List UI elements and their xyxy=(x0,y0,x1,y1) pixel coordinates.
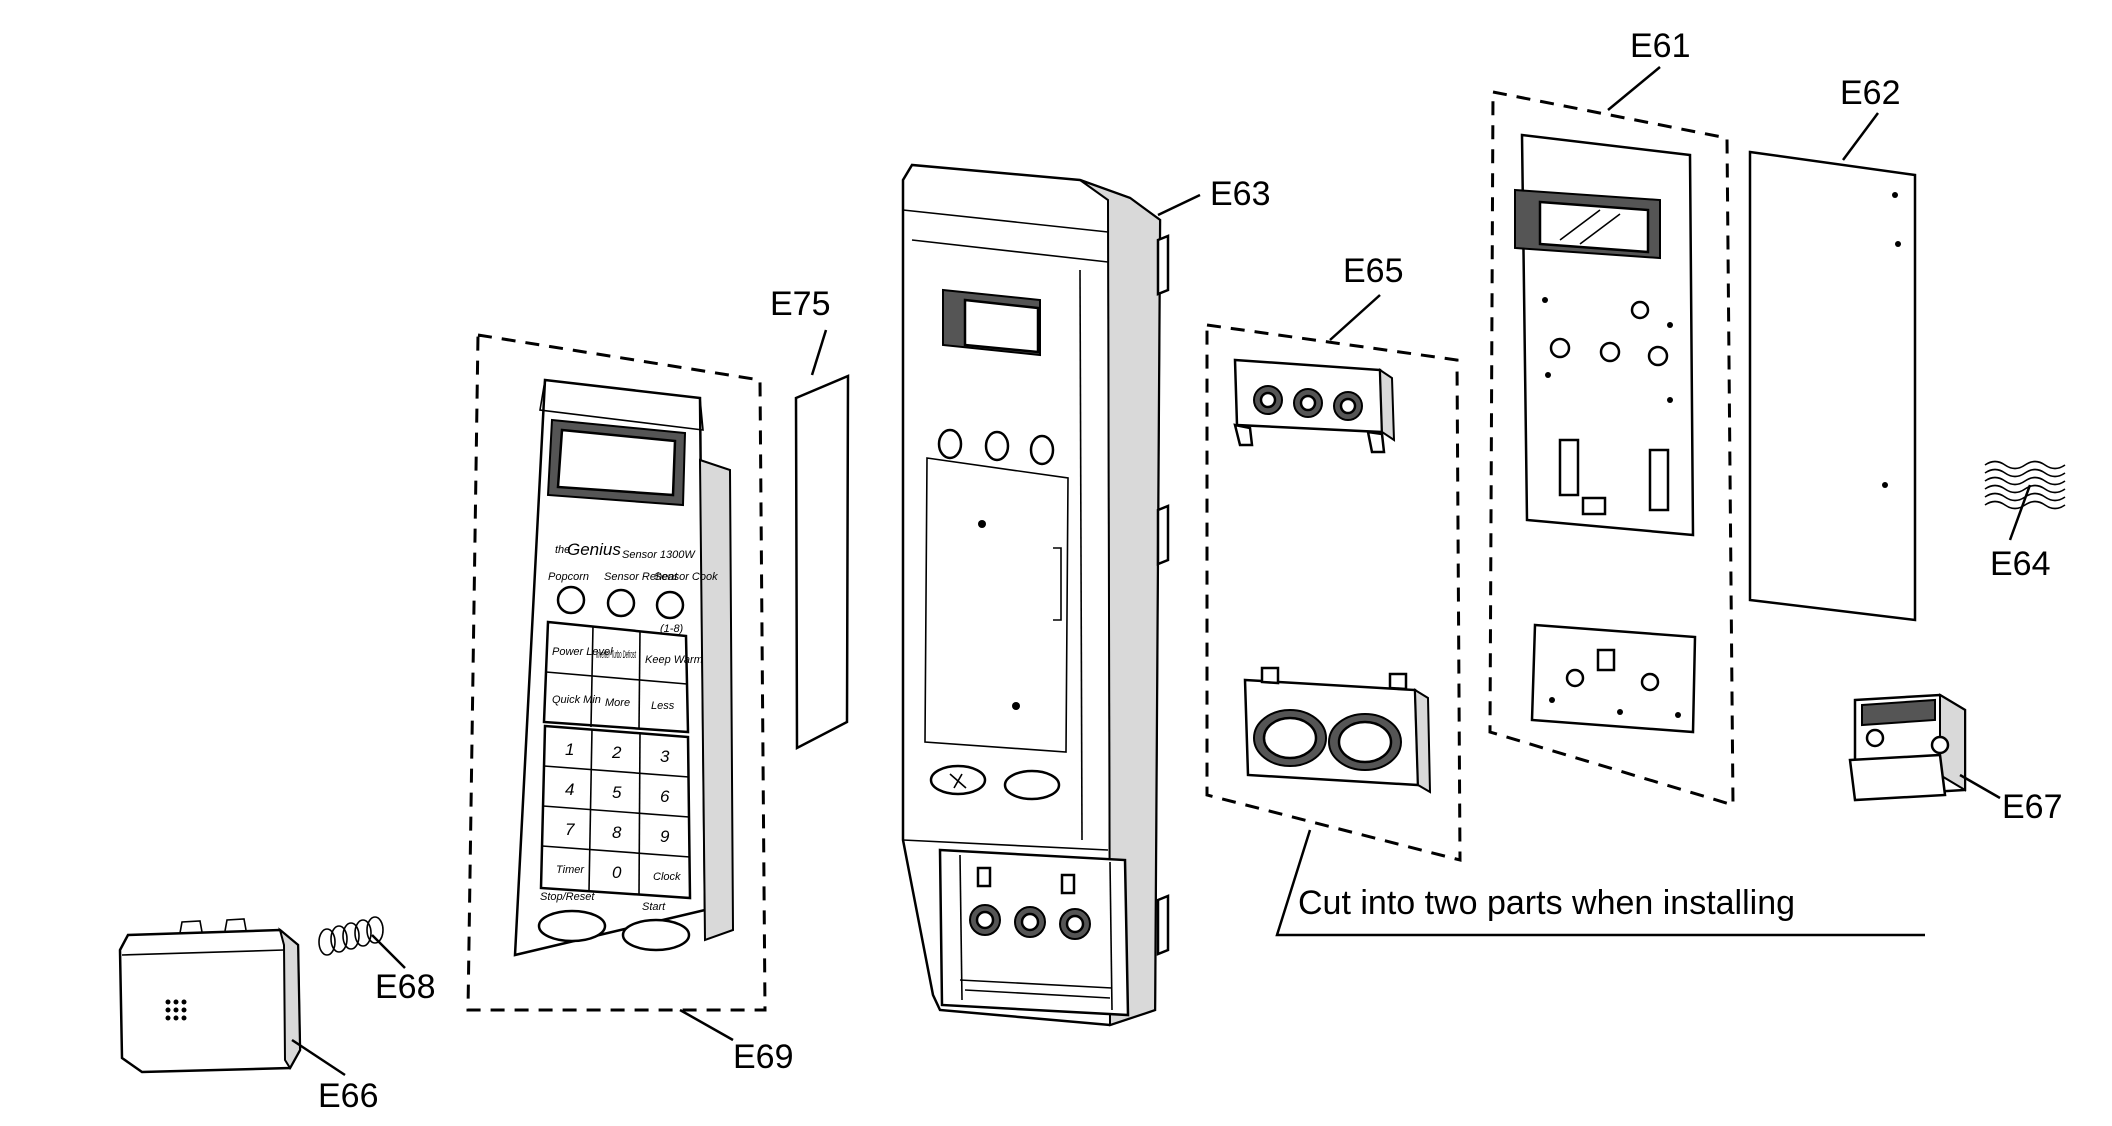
leader-e64 xyxy=(2008,484,2032,541)
stop-reset-button[interactable] xyxy=(537,909,607,943)
label-e63: E63 xyxy=(1210,175,1271,213)
key-0[interactable]: 0 xyxy=(612,863,622,882)
label-e62: E62 xyxy=(1840,74,1901,112)
keypad-brand-script: Genius xyxy=(567,540,621,559)
turbo-defrost-key[interactable]: Inverter Turbo Defrost xyxy=(596,649,636,661)
key-5[interactable]: 5 xyxy=(612,783,622,802)
e65-assembly-outline xyxy=(1205,323,1462,862)
start-label: Start xyxy=(642,901,666,913)
power-level-key[interactable]: Power Level xyxy=(552,646,613,658)
leader-e67 xyxy=(1959,773,2001,800)
more-key[interactable]: More xyxy=(605,697,630,709)
key-1[interactable]: 1 xyxy=(565,740,574,759)
leader-e69 xyxy=(679,1008,734,1042)
function-keys-grid xyxy=(542,620,690,734)
key-6[interactable]: 6 xyxy=(660,787,670,806)
timer-key[interactable]: Timer xyxy=(556,864,585,876)
part-e61-lower-pcb xyxy=(1530,623,1697,734)
key-8[interactable]: 8 xyxy=(612,823,622,842)
part-e67-door-switch xyxy=(1848,693,1967,802)
cut-note-leader xyxy=(1275,829,1925,937)
popcorn-button[interactable] xyxy=(556,585,586,615)
label-e61: E61 xyxy=(1630,27,1691,65)
label-e69: E69 xyxy=(733,1038,794,1076)
popcorn-label: Popcorn xyxy=(548,571,589,583)
leader-e62 xyxy=(1841,112,1880,161)
start-button[interactable] xyxy=(621,918,691,952)
leader-e65 xyxy=(1329,294,1381,341)
part-e63-panel-frame xyxy=(901,163,1170,1027)
cut-note-text: Cut into two parts when installing xyxy=(1298,884,1795,922)
part-e61-upper-pcb xyxy=(1514,133,1695,537)
part-e65-upper-switch xyxy=(1233,358,1396,454)
part-e66-latch-cover xyxy=(118,918,302,1074)
stop-reset-label: Stop/Reset xyxy=(540,891,595,903)
sensor-reheat-button[interactable] xyxy=(606,588,636,618)
part-e65-lower-switch xyxy=(1243,666,1432,794)
leader-e61 xyxy=(1607,66,1661,111)
sensor-cook-label: Sensor Cook xyxy=(654,571,718,583)
part-labels: E61 E62 E63 E64 E65 E66 E67 E68 E69 E75 xyxy=(318,27,2063,1115)
latch-grille-icon xyxy=(165,999,187,1021)
keypad-keys: the Genius Sensor 1300W Popcorn Sensor R… xyxy=(537,540,718,952)
key-7[interactable]: 7 xyxy=(565,820,575,839)
label-e65: E65 xyxy=(1343,252,1404,290)
label-e66: E66 xyxy=(318,1077,379,1115)
key-9[interactable]: 9 xyxy=(660,827,670,846)
key-2[interactable]: 2 xyxy=(611,743,622,762)
leader-e75 xyxy=(810,329,828,376)
e69-assembly-outline xyxy=(466,333,767,1012)
sensor-cook-button[interactable] xyxy=(655,590,685,620)
label-e75: E75 xyxy=(770,285,831,323)
part-e75-sheet xyxy=(794,374,850,751)
label-e67: E67 xyxy=(2002,788,2063,826)
sensor-cook-range: (1-8) xyxy=(660,623,684,635)
label-e68: E68 xyxy=(375,968,436,1006)
part-e68-spring xyxy=(318,916,384,956)
keypad-brand-prefix: the xyxy=(555,544,570,556)
leader-e68 xyxy=(371,934,406,969)
leader-e66 xyxy=(291,1038,346,1077)
keypad-brand: Sensor 1300W xyxy=(622,549,696,561)
leader-e63 xyxy=(1157,193,1201,217)
e61-assembly-outline xyxy=(1488,90,1735,808)
clock-key[interactable]: Clock xyxy=(653,871,681,883)
less-key[interactable]: Less xyxy=(651,700,675,712)
sensor-reheat-label: Sensor Reheat xyxy=(604,571,678,583)
leader-lines xyxy=(291,66,2032,1077)
part-e62-insulator xyxy=(1748,150,1917,622)
key-3[interactable]: 3 xyxy=(660,747,670,766)
label-e64: E64 xyxy=(1990,545,2051,583)
quick-min-key[interactable]: Quick Min xyxy=(552,694,601,706)
keep-warm-key[interactable]: Keep Warm xyxy=(645,654,703,666)
key-4[interactable]: 4 xyxy=(565,780,574,799)
